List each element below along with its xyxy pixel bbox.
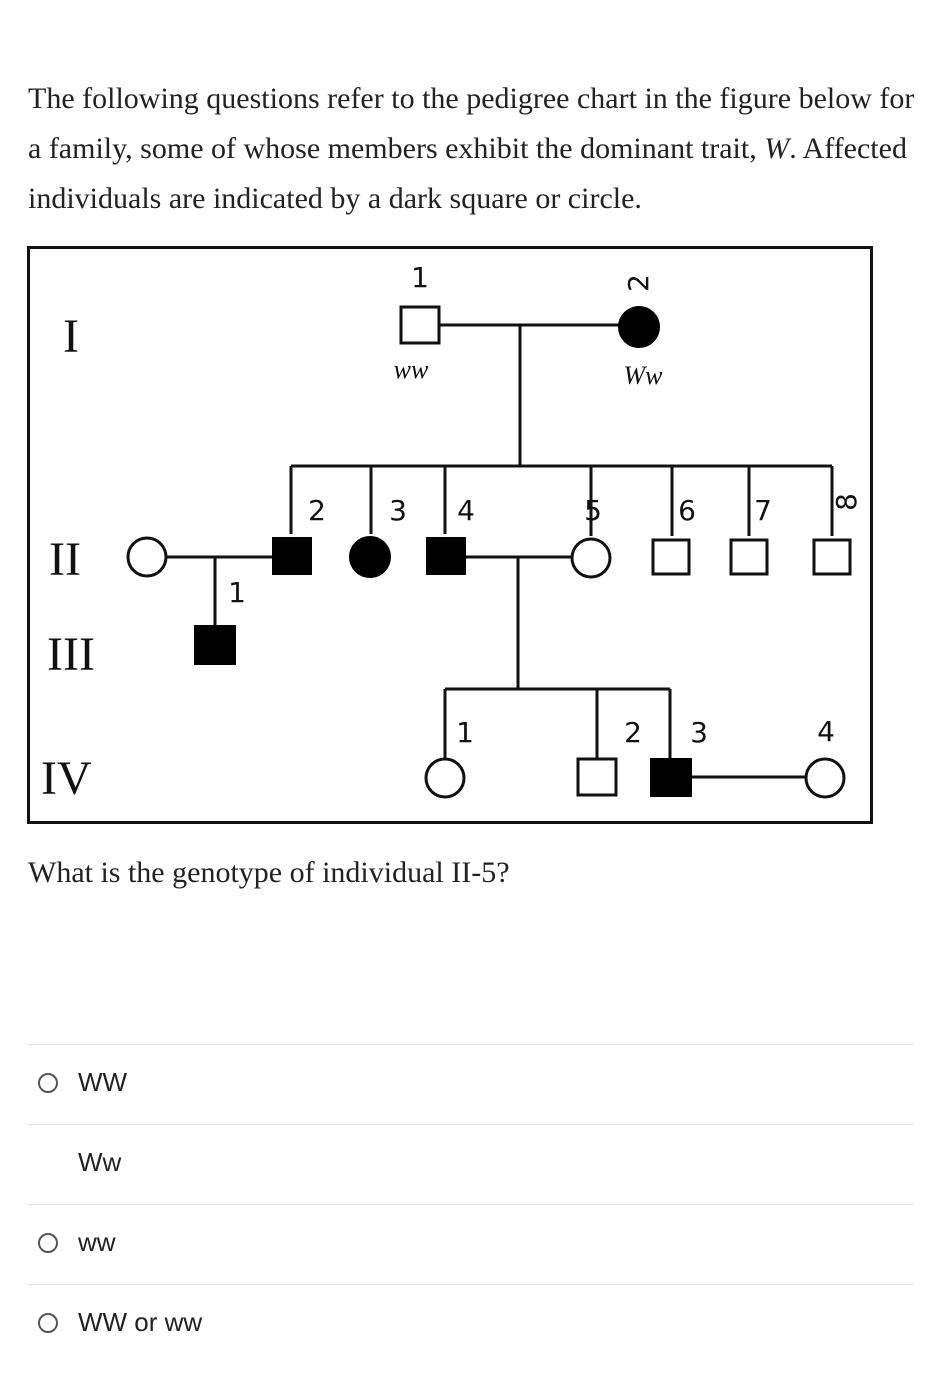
choice-ww-hetero[interactable]: Ww [28,1124,913,1204]
choice-label: WW or ww [78,1307,203,1337]
intro-part1: The following questions refer to the ped… [28,82,915,165]
individual-i-1 [399,305,441,345]
choice-label: WW [78,1067,128,1097]
individual-ii-5 [570,537,612,579]
pedigree-chart: I II III IV 1 ww 2 Ww 1 2 3 [27,246,873,824]
chart-frame [27,246,873,824]
label-ii-7: 7 [754,494,772,527]
label-iv-1: 1 [456,716,474,749]
gen-label-i: I [63,310,79,363]
label-ii-5: 5 [584,494,602,527]
individual-ii-3 [349,536,391,578]
label-i-2: 2 [622,274,655,292]
intro-trait: W [764,132,790,165]
individual-i-2 [618,306,660,348]
choice-ww-or-ww[interactable]: WW or ww [28,1284,913,1364]
choice-ww-lower[interactable]: ww [28,1204,913,1284]
gen-label-iii: III [47,628,95,681]
label-ii-2: 2 [308,494,326,527]
choice-ww-upper[interactable]: WW [28,1044,913,1124]
label-ii-4: 4 [457,494,475,527]
intro-part2: . Affected individuals are indicated by … [28,132,907,215]
radio-button-icon[interactable] [38,1313,58,1333]
radio-button-icon[interactable] [38,1073,58,1093]
label-ii-3: 3 [389,494,407,527]
intro-text: The following questions refer to the ped… [28,74,928,224]
gen-label-ii: II [49,533,81,586]
individual-iii-1 [194,625,236,665]
label-ii-6: 6 [678,494,696,527]
individual-ii-4 [426,537,466,575]
individual-iv-1 [424,757,466,799]
answer-choices: WW Ww ww WW or ww [28,1044,913,1364]
individual-iv-2 [576,757,618,797]
label-iv-2: 2 [624,716,642,749]
connector-lines [158,323,834,779]
question-text: What is the genotype of individual II-5? [28,856,510,889]
label-ii-8: 8 [830,493,863,511]
individual-ii-1 [126,536,168,578]
individual-ii-7 [729,538,769,576]
radio-button-icon[interactable] [38,1233,58,1253]
individual-ii-2 [272,537,312,575]
genotype-i-1: ww [394,355,429,384]
individual-ii-6 [651,538,691,576]
label-iv-4: 4 [817,715,835,748]
label-i-1: 1 [411,261,429,294]
individual-ii-8 [812,538,852,576]
individual-iv-4 [804,757,846,799]
choice-label: Ww [78,1147,122,1177]
label-ii-1-spouse: 1 [228,576,246,609]
choice-label: ww [78,1227,116,1257]
individual-iv-3 [650,758,692,797]
label-iv-3: 3 [690,716,708,749]
gen-label-iv: IV [41,752,92,805]
genotype-i-2: Ww [624,361,664,390]
